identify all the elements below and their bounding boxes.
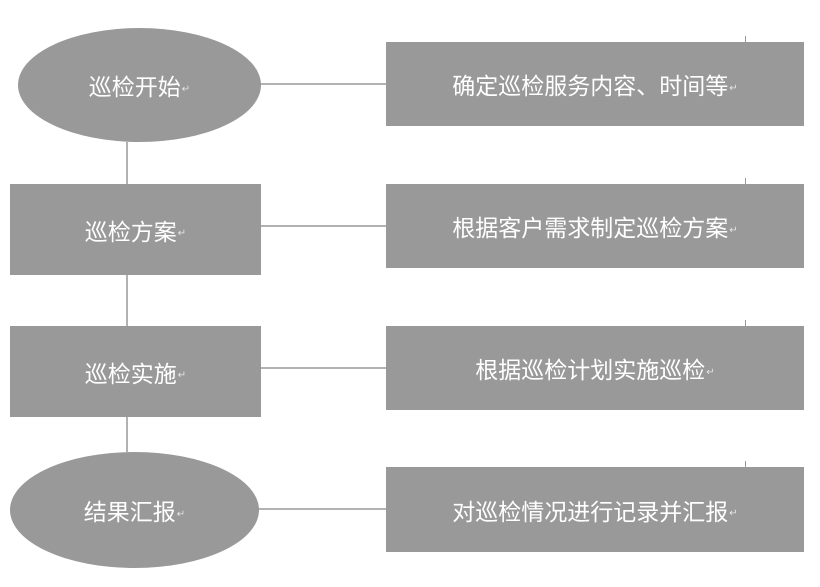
step-2-label: 巡检方案 xyxy=(84,219,177,246)
step-4-label: 结果汇报 xyxy=(83,500,176,526)
step-2-description: 根据客户需求制定巡检方案 xyxy=(452,216,729,242)
step-2-plan-box: 巡检方案↵ xyxy=(10,184,261,275)
step-1-description-box: 确定巡检服务内容、时间等↵ xyxy=(386,42,804,126)
corner-tick xyxy=(745,178,746,185)
paragraph-mark: ↵ xyxy=(729,82,738,94)
corner-tick xyxy=(745,320,746,327)
corner-tick xyxy=(745,461,746,468)
step-3-description: 根据巡检计划实施巡检 xyxy=(475,358,706,384)
paragraph-mark: ↵ xyxy=(181,83,191,95)
paragraph-mark: ↵ xyxy=(176,508,186,520)
step-3-implementation-box: 巡检实施↵ xyxy=(10,326,261,417)
corner-tick xyxy=(745,36,746,43)
step-4-description: 对巡检情况进行记录并汇报 xyxy=(452,499,729,526)
step-2-description-box: 根据客户需求制定巡检方案↵ xyxy=(386,184,804,268)
step-4-description-box: 对巡检情况进行记录并汇报↵ xyxy=(386,467,804,552)
step-4-report-ellipse: 结果汇报↵ xyxy=(10,452,259,568)
step-3-description-box: 根据巡检计划实施巡检↵ xyxy=(386,326,804,410)
paragraph-mark: ↵ xyxy=(177,228,187,239)
step-1-description: 确定巡检服务内容、时间等 xyxy=(452,74,729,100)
paragraph-mark: ↵ xyxy=(706,366,715,378)
paragraph-mark: ↵ xyxy=(729,224,738,236)
step-1-start-ellipse: 巡检开始↵ xyxy=(18,28,261,142)
step-1-label: 巡检开始 xyxy=(88,75,181,101)
paragraph-mark: ↵ xyxy=(177,370,187,381)
paragraph-mark: ↵ xyxy=(729,508,738,519)
step-3-label: 巡检实施 xyxy=(84,361,177,388)
